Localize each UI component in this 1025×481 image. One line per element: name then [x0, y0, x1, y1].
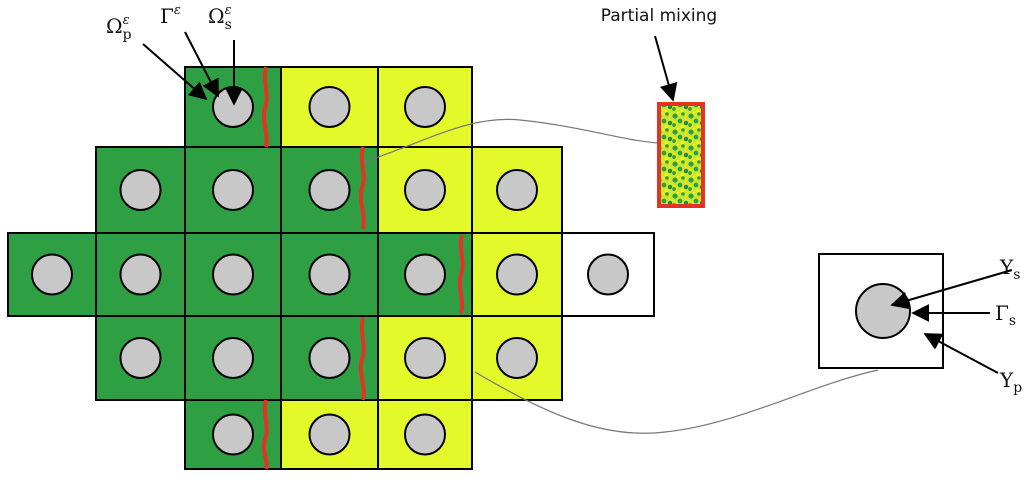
- cell-connector-curve: [474, 369, 879, 434]
- inclusion-circle: [31, 253, 73, 296]
- partial-mixing-arrow: [654, 35, 678, 102]
- partial-mixing-box: [657, 102, 705, 208]
- inclusion-circle: [496, 337, 538, 379]
- omega-p-arrow: [142, 43, 208, 101]
- inclusion-circle: [404, 253, 446, 296]
- inclusion-circle: [496, 253, 538, 296]
- interface-curve: [358, 317, 366, 401]
- inclusion-circle: [212, 253, 254, 296]
- inclusion-circle: [587, 253, 629, 296]
- cell-grid: [7, 66, 655, 470]
- interface-curve: [358, 146, 366, 230]
- inclusion-circle: [308, 169, 351, 211]
- gamma-s-label: Γs: [995, 301, 1016, 329]
- y-p-arrow: [923, 333, 999, 374]
- inclusion-circle: [119, 253, 162, 296]
- interface-curve: [261, 399, 269, 470]
- inclusion-circle: [404, 169, 446, 211]
- inclusion-circle: [496, 169, 538, 211]
- interface-curve: [457, 234, 465, 314]
- cell-light-yellow: [377, 399, 473, 470]
- reference-inclusion: [855, 283, 911, 339]
- inclusion-circle: [404, 86, 446, 128]
- gamma-eps-label: Γε: [160, 3, 181, 28]
- inclusion-circle: [308, 337, 351, 379]
- interface-curve: [261, 66, 269, 148]
- inclusion-circle: [404, 337, 446, 379]
- interface-lines: [261, 66, 465, 470]
- inclusion-circle: [212, 169, 254, 211]
- gamma-eps-arrow: [184, 31, 219, 98]
- y-s-arrow: [890, 269, 1013, 310]
- inclusion-circle: [308, 413, 351, 456]
- partial-mixing-label: Partial mixing: [601, 6, 717, 26]
- y-s-label: Ys: [999, 255, 1020, 283]
- inclusion-circle: [308, 86, 351, 128]
- inclusion-circle: [212, 337, 254, 379]
- inclusion-circle: [119, 169, 162, 211]
- inclusion-circle: [404, 413, 446, 456]
- inclusion-circle: [212, 413, 254, 456]
- y-p-label: Yp: [999, 368, 1022, 396]
- inclusion-circle: [119, 337, 162, 379]
- inclusion-circle: [308, 253, 351, 296]
- mixing-connector-curve: [363, 118, 659, 163]
